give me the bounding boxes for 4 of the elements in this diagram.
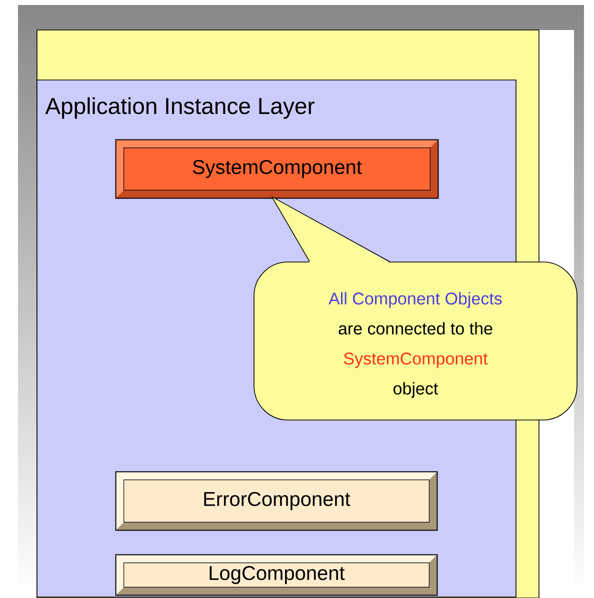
component-box: SystemComponent [115, 139, 439, 199]
component-box: LogComponent [115, 554, 438, 596]
component-box: ErrorComponent [115, 471, 438, 531]
callout-pointer [271, 196, 390, 263]
